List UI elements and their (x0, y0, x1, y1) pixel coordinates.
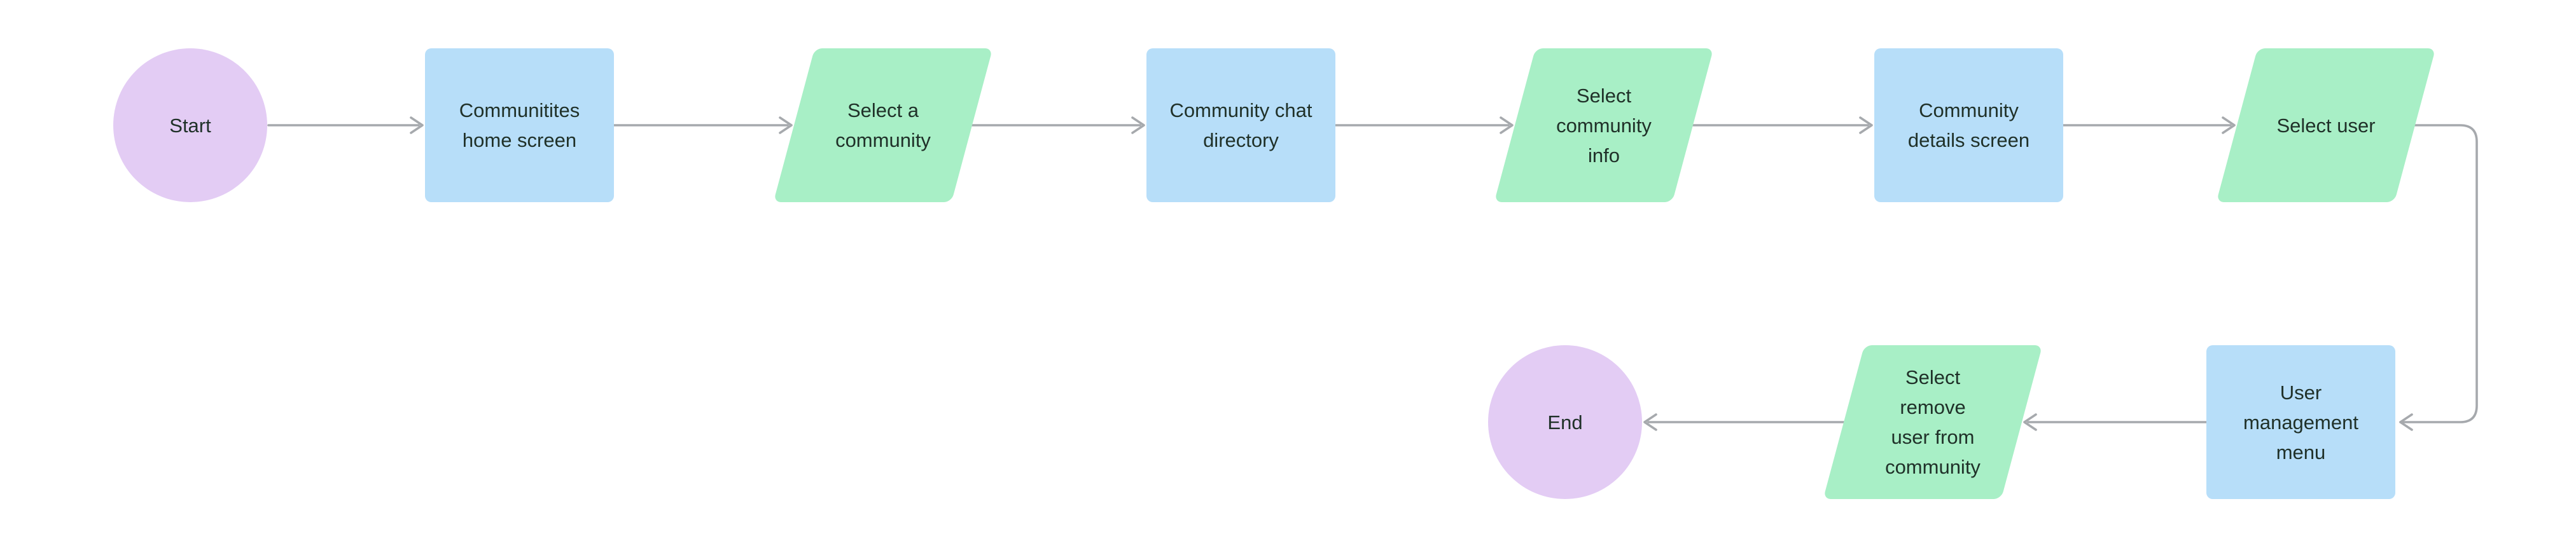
node-end[interactable]: End (1488, 345, 1642, 499)
arrowhead-right-icon (2222, 116, 2236, 134)
edge-chat-directory-to-select-community-info (1334, 116, 1514, 134)
node-select-community-info[interactable]: Select community info (1494, 48, 1714, 202)
node-community-details-screen-label: Community details screen (1907, 99, 2030, 151)
edge-select-remove-user-to-end (1643, 413, 1845, 431)
edge-select-community-info-to-details-screen (1692, 116, 1873, 134)
arrowhead-left-icon (2023, 413, 2037, 431)
node-select-community-info-label: Select community info (1556, 84, 1652, 167)
node-select-remove-user-label: Select remove user from community (1885, 366, 1981, 478)
arrowhead-right-icon (1500, 116, 1514, 134)
arrowhead-right-icon (779, 116, 793, 134)
arrowhead-right-icon (410, 116, 424, 134)
node-community-chat-directory-label: Community chat directory (1169, 99, 1312, 151)
node-community-chat-directory[interactable]: Community chat directory (1146, 48, 1335, 202)
edge-select-user-to-user-management (2399, 124, 2478, 431)
node-end-label: End (1547, 411, 1583, 434)
node-user-management-menu-label: User management menu (2243, 381, 2358, 463)
node-start[interactable]: Start (113, 48, 267, 202)
node-select-remove-user-from-community[interactable]: Select remove user from community (1823, 345, 2043, 499)
arrowhead-left-icon (2399, 413, 2413, 431)
arrowhead-right-icon (1131, 116, 1145, 134)
node-select-a-community-label: Select a community (835, 99, 931, 151)
node-user-management-menu[interactable]: User management menu (2206, 345, 2395, 499)
node-communities-home-screen-label: Communitites home screen (459, 99, 580, 151)
node-communities-home-screen[interactable]: Communitites home screen (425, 48, 614, 202)
node-select-user[interactable]: Select user (2216, 48, 2436, 202)
edge-select-a-community-to-chat-directory (971, 116, 1145, 134)
node-select-user-label: Select user (2276, 114, 2376, 137)
arrowhead-right-icon (1859, 116, 1873, 134)
arrowhead-left-icon (1643, 413, 1657, 431)
node-start-label: Start (169, 114, 211, 137)
node-community-details-screen[interactable]: Community details screen (1874, 48, 2063, 202)
edge-communities-home-to-select-a-community (613, 116, 793, 134)
edge-user-management-to-select-remove-user (2023, 413, 2208, 431)
node-select-a-community[interactable]: Select a community (773, 48, 993, 202)
edge-start-to-communities-home (267, 116, 424, 134)
edge-details-screen-to-select-user (2062, 116, 2236, 134)
